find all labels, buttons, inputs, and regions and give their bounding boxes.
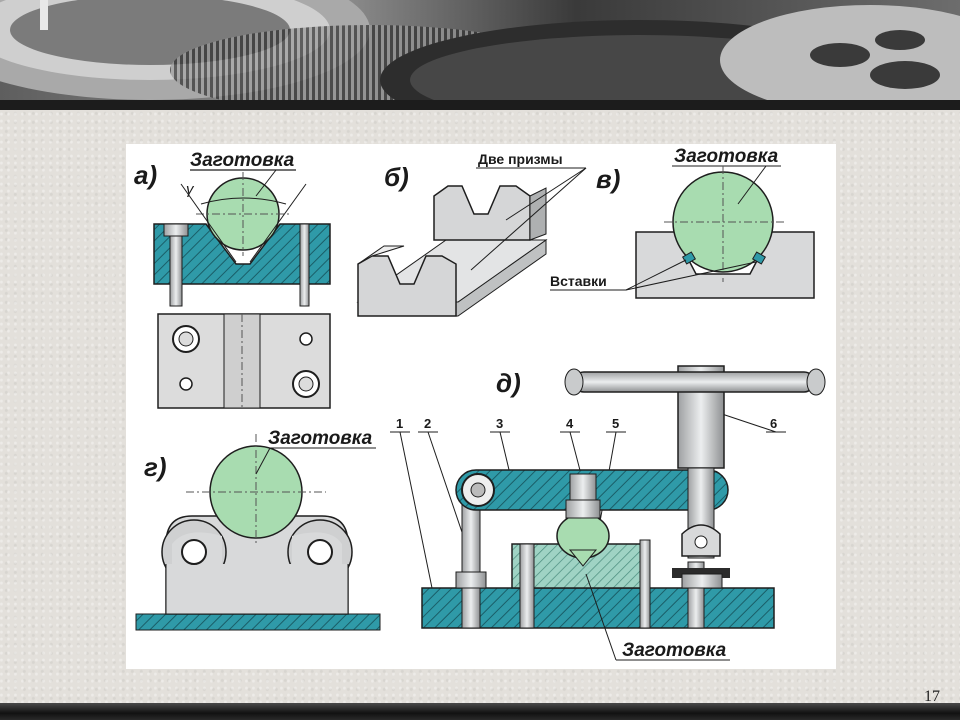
gears-banner-image [0, 0, 960, 110]
angle-gamma-symbol: γ [186, 181, 195, 198]
panel-b-two-prisms: б) Две призмы [356, 151, 587, 317]
panel-v-letter: в) [596, 164, 620, 194]
fixture-figure: а) Заготовка γ [126, 144, 836, 669]
panel-d-letter: д) [496, 368, 521, 398]
panel-v-inserts-label: Вставки [550, 273, 607, 289]
callout-2: 2 [424, 416, 431, 431]
callout-6: 6 [770, 416, 777, 431]
callout-5: 5 [612, 416, 619, 431]
panel-a-letter: а) [134, 160, 157, 190]
panel-v-inserts: в) Заготовка Вставки [550, 146, 815, 299]
callout-4: 4 [566, 416, 574, 431]
panel-g-letter: г) [144, 452, 167, 482]
panel-g-roller-support: г) Заготовка [135, 428, 381, 631]
panel-a-workpiece-label: Заготовка [190, 150, 295, 171]
panel-a-v-block-section: а) Заготовка γ [134, 150, 331, 409]
panel-b-letter: б) [384, 162, 409, 192]
callout-1: 1 [396, 416, 403, 431]
panel-b-label: Две призмы [478, 151, 563, 167]
page-number: 17 [924, 688, 940, 705]
panel-d-workpiece-label: Заготовка [622, 640, 727, 661]
callout-3: 3 [496, 416, 503, 431]
panel-d-clamping-fixture: д) 1 2 3 4 5 6 [390, 365, 826, 661]
panel-v-workpiece-label: Заготовка [674, 146, 779, 167]
bottom-bar [0, 703, 960, 720]
panel-g-workpiece-label: Заготовка [268, 428, 373, 449]
